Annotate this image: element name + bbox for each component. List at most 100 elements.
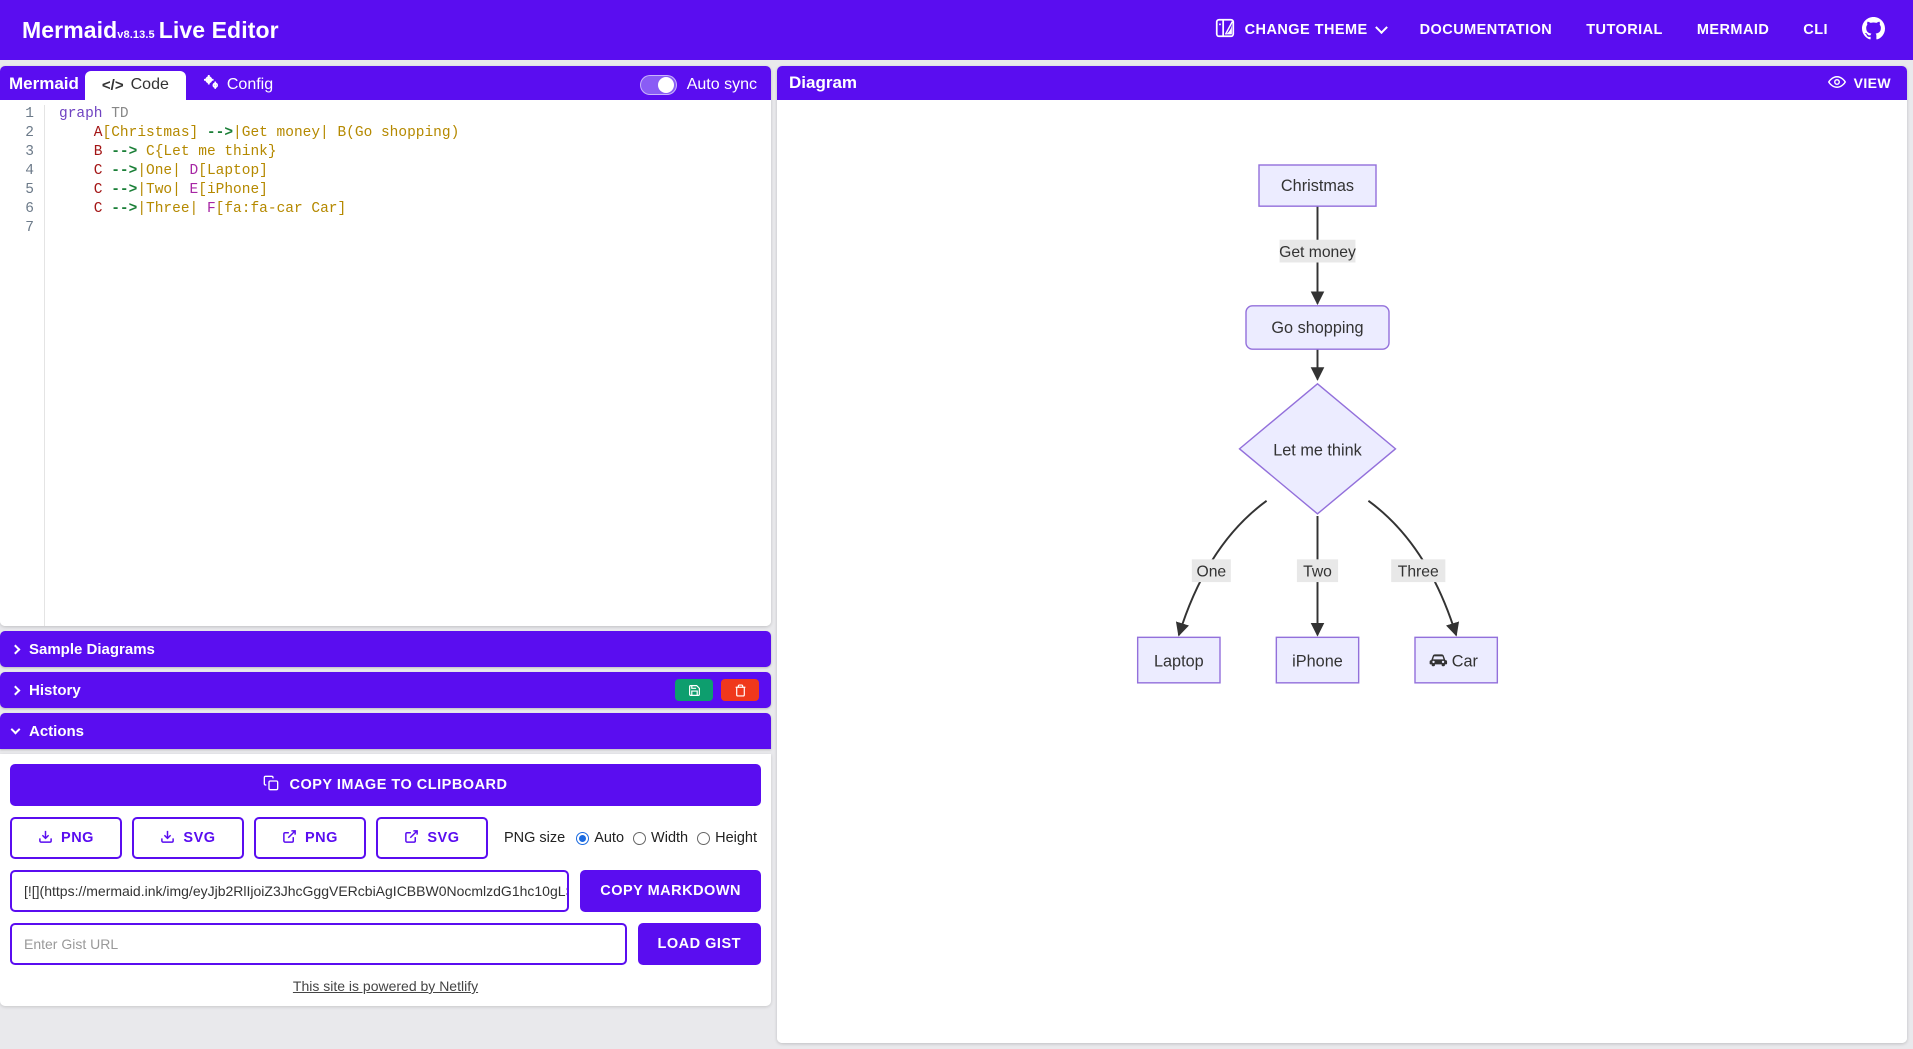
nav-change-theme-label: CHANGE THEME: [1244, 22, 1368, 38]
code-token: |Two|: [137, 182, 181, 198]
markdown-input[interactable]: [![](https://mermaid.ink/img/eyJjb2RlIjo…: [10, 870, 570, 912]
top-navbar: Mermaid v8.13.5 Live Editor CHANGE THEME…: [0, 0, 1913, 60]
view-button[interactable]: VIEW: [1827, 75, 1891, 92]
code-token: |Get money|: [233, 125, 329, 141]
node-label: Car: [1452, 653, 1479, 671]
code-content[interactable]: graph TD A[Christmas] -->|Get money| B(G…: [45, 105, 459, 626]
edge-label-two: Two: [1296, 559, 1339, 583]
line-number: 5: [25, 182, 34, 198]
code-token: F: [198, 201, 216, 217]
switch-knob: [657, 77, 674, 93]
nav-tutorial[interactable]: TUTORIAL: [1586, 22, 1663, 38]
diagram-canvas[interactable]: Get money One Two Three: [777, 100, 1907, 1043]
png-size-width-option[interactable]: Width: [633, 830, 688, 846]
accordion-actions[interactable]: Actions: [0, 713, 771, 749]
code-token: --: [102, 182, 129, 198]
radio-auto[interactable]: [576, 831, 590, 845]
netlify-footer-link[interactable]: This site is powered by Netlify: [292, 978, 479, 994]
external-link-icon: [404, 829, 419, 848]
download-row: PNG SVG PNG: [10, 817, 761, 859]
tab-config-label: Config: [226, 75, 274, 93]
accordion-sample-diagrams[interactable]: Sample Diagrams: [0, 631, 771, 667]
edge-label-text: Two: [1303, 564, 1332, 581]
accordion-history[interactable]: History: [0, 672, 771, 708]
code-token: C: [59, 163, 103, 179]
nav-cli[interactable]: CLI: [1803, 22, 1828, 38]
theme-book-icon: [1214, 17, 1236, 43]
view-label: VIEW: [1853, 75, 1891, 91]
mermaid-flowchart: Get money One Two Three: [1136, 164, 1499, 684]
diagram-node-laptop[interactable]: Laptop: [1136, 636, 1221, 684]
code-line[interactable]: C -->|One| D[Laptop]: [59, 162, 459, 181]
diagram-node-let-me-think[interactable]: Let me think: [1238, 382, 1397, 515]
download-png-button[interactable]: PNG: [10, 817, 122, 859]
code-token: >: [128, 201, 138, 217]
diagram-node-christmas[interactable]: Christmas: [1258, 164, 1377, 207]
line-number: 4: [25, 163, 34, 179]
code-line[interactable]: A[Christmas] -->|Get money| B(Go shoppin…: [59, 124, 460, 143]
node-label: Laptop: [1154, 653, 1204, 671]
code-token: B(Go shopping): [328, 125, 460, 141]
auto-sync-label: Auto sync: [686, 76, 757, 93]
code-token: C: [59, 201, 103, 217]
code-line[interactable]: C -->|Three| F[fa:fa-car Car]: [59, 200, 459, 219]
history-buttons: [675, 679, 759, 701]
diagram-node-go-shopping[interactable]: Go shopping: [1245, 305, 1390, 350]
tab-code-label: Code: [130, 76, 169, 93]
code-brackets-icon: </>: [101, 76, 124, 94]
code-line[interactable]: B --> C{Let me think}: [59, 143, 459, 162]
code-line[interactable]: graph TD: [59, 105, 459, 124]
png-size-auto-option[interactable]: Auto: [576, 830, 624, 846]
download-svg-button[interactable]: SVG: [131, 817, 244, 859]
load-gist-button[interactable]: LOAD GIST: [637, 923, 761, 965]
app-brand: Mermaid v8.13.5 Live Editor: [22, 17, 279, 44]
delete-history-button[interactable]: [721, 679, 759, 701]
edge-label-text: Three: [1398, 564, 1439, 581]
code-editor-panel: Mermaid </> Code C: [0, 66, 771, 626]
code-token: >: [224, 125, 234, 141]
diagram-node-iphone[interactable]: iPhone: [1275, 636, 1360, 684]
copy-image-label: COPY IMAGE TO CLIPBOARD: [289, 777, 508, 793]
code-token: A: [59, 125, 103, 141]
nav-github[interactable]: [1862, 16, 1885, 44]
nav-documentation[interactable]: DOCUMENTATION: [1419, 22, 1553, 38]
code-line[interactable]: [59, 219, 459, 238]
auto-sync-toggle[interactable]: Auto sync: [639, 75, 771, 100]
copy-image-to-clipboard-button[interactable]: COPY IMAGE TO CLIPBOARD: [10, 764, 761, 806]
accordion-sample-diagrams-label: Sample Diagrams: [29, 640, 155, 658]
brand-suffix: Live Editor: [158, 16, 279, 43]
edge-label-one: One: [1191, 559, 1231, 583]
edge-C-D: [1175, 500, 1268, 637]
diagram-node-car[interactable]: Car: [1414, 636, 1499, 684]
chevron-down-icon: [1374, 20, 1388, 34]
edge-C-F: [1367, 500, 1460, 637]
open-svg-button[interactable]: SVG: [375, 817, 488, 859]
copy-markdown-button[interactable]: COPY MARKDOWN: [580, 870, 761, 912]
editor-column: Mermaid </> Code C: [0, 66, 771, 1043]
diagram-column: Diagram VIEW: [777, 66, 1907, 1043]
code-token: E: [180, 182, 199, 198]
accordion-history-label: History: [29, 681, 81, 699]
save-history-button[interactable]: [675, 679, 713, 701]
tab-config[interactable]: Config: [186, 70, 290, 100]
code-token: |One|: [137, 163, 181, 179]
tab-code[interactable]: </> Code: [84, 71, 186, 100]
diagram-panel: Diagram VIEW: [777, 66, 1907, 1043]
gears-icon: [203, 75, 220, 94]
nav-change-theme[interactable]: CHANGE THEME: [1214, 17, 1388, 43]
code-line[interactable]: C -->|Two| E[iPhone]: [59, 181, 459, 200]
chevron-right-icon: [10, 685, 21, 695]
radio-height[interactable]: [697, 831, 711, 845]
gist-url-input[interactable]: Enter Gist URL: [10, 923, 627, 965]
code-token: TD: [102, 106, 129, 122]
nav-mermaid[interactable]: MERMAID: [1696, 22, 1770, 38]
open-png-button[interactable]: PNG: [253, 817, 366, 859]
node-label: Christmas: [1281, 177, 1354, 195]
png-size-height-option[interactable]: Height: [697, 830, 757, 846]
edge-label-three: Three: [1391, 559, 1446, 583]
external-link-icon: [282, 829, 297, 848]
radio-width[interactable]: [633, 831, 647, 845]
code-token: >: [128, 182, 138, 198]
auto-sync-switch[interactable]: [639, 75, 677, 95]
